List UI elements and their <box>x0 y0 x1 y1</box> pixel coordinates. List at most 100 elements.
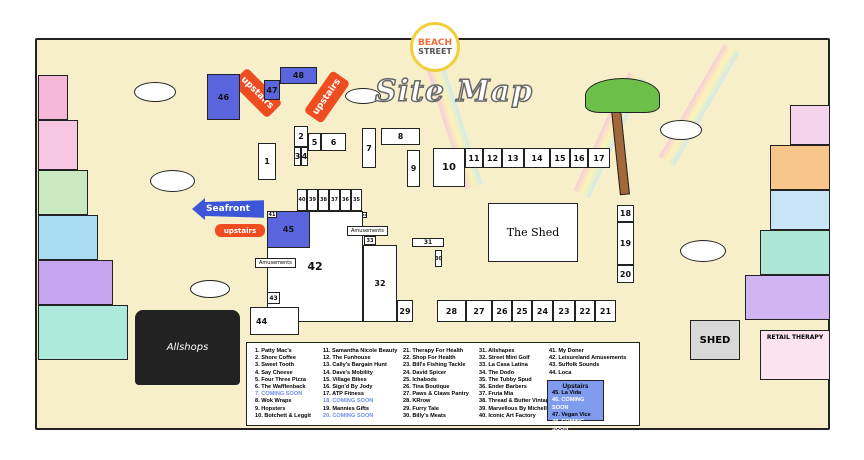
stall-6[interactable]: 6 <box>321 133 346 151</box>
building <box>760 230 830 275</box>
stall-41[interactable]: 41 <box>267 211 277 218</box>
stall-5[interactable]: 5 <box>308 133 321 151</box>
stall-3[interactable]: 3 <box>294 147 301 166</box>
stall-46[interactable]: 46 <box>207 74 240 120</box>
stall-1[interactable]: 1 <box>258 143 276 180</box>
stall-32[interactable]: 32 <box>363 245 397 322</box>
building <box>770 190 830 230</box>
palm-leaves <box>585 78 660 113</box>
stall-8[interactable]: 8 <box>381 128 420 145</box>
stall-25[interactable]: 25 <box>512 300 532 322</box>
legend-item: 18. COMING SOON <box>323 398 374 405</box>
legend-item: 3. Sweet Tooth <box>255 362 295 369</box>
page-title: Site Map <box>374 73 534 110</box>
logo-line2: STREET <box>418 46 452 56</box>
legend-item: 11. Samantha Nicole Beauty <box>323 348 398 354</box>
stall-38[interactable]: 38 <box>318 189 329 211</box>
stall-36[interactable]: 36 <box>340 189 351 211</box>
stall-11[interactable]: 11 <box>465 148 483 168</box>
stall-44[interactable]: 44 <box>250 307 299 335</box>
stall-37[interactable]: 37 <box>329 189 340 211</box>
stall-13[interactable]: 13 <box>502 148 524 168</box>
stall-27[interactable]: 27 <box>466 300 492 322</box>
legend-item: 10. Botchett & Leggit <box>255 412 311 419</box>
legend-item: 48. COMING SOON <box>552 419 585 433</box>
legend-item: 21. Therapy For Health <box>403 348 464 354</box>
stall-20[interactable]: 20 <box>617 265 634 283</box>
stall-22[interactable]: 22 <box>575 300 595 322</box>
legend-item: 24. David Spicer <box>403 369 447 376</box>
stall-28[interactable]: 28 <box>437 300 466 322</box>
seafront-arrow: Seafront <box>192 198 264 220</box>
legend-item: 34. The Dodo <box>479 369 515 376</box>
building <box>38 215 98 260</box>
legend-item: 25. Ichabods <box>403 376 437 383</box>
legend-item: 27. Paws & Claws Pantry <box>403 391 469 398</box>
legend-item: 33. La Casa Latina <box>479 362 528 369</box>
building <box>38 75 68 120</box>
stall-26[interactable]: 26 <box>492 300 512 322</box>
stall-23[interactable]: 23 <box>553 300 575 322</box>
stall-15[interactable]: 15 <box>550 148 570 168</box>
stall-10[interactable]: 10 <box>433 148 465 187</box>
stall-48[interactable]: 48 <box>280 67 317 84</box>
legend-item: 9. Hopsters <box>255 405 286 412</box>
legend-item: 15. Village Bikes <box>323 376 367 383</box>
stall-43[interactable]: 43 <box>267 292 280 304</box>
stall-19[interactable]: 19 <box>617 222 634 265</box>
stall-33[interactable]: 33 <box>364 236 376 245</box>
legend-item: 41. My Doner <box>549 348 584 354</box>
stall-31[interactable]: 31 <box>412 238 444 247</box>
legend-item: 22. Shop For Health <box>403 355 456 362</box>
stall-30[interactable]: 30 <box>435 250 442 267</box>
stall-17[interactable]: 17 <box>588 148 610 168</box>
beach-street-logo: BEACH STREET <box>410 22 460 72</box>
stall-2[interactable]: 2 <box>294 126 308 147</box>
stall-35[interactable]: 35 <box>351 189 362 211</box>
bus: Allshops <box>135 310 240 385</box>
building <box>790 105 830 145</box>
the-shed[interactable]: The Shed <box>488 203 578 262</box>
legend-item: 38. Thread & Butter Vintage <box>479 398 553 405</box>
stall-39[interactable]: 39 <box>307 189 318 211</box>
upstairs-arrow: upstairs <box>215 224 265 237</box>
stall-24[interactable]: 24 <box>532 300 553 322</box>
stall-7[interactable]: 7 <box>362 128 376 168</box>
legend-item: 19. Mannies Gifts <box>323 405 370 412</box>
legend-item: 2. Shore Coffee <box>255 355 297 362</box>
legend-item: 12. The Funhouse <box>323 355 371 362</box>
stall-16[interactable]: 16 <box>570 148 588 168</box>
building <box>745 275 830 320</box>
building <box>38 260 113 305</box>
legend-item: 37. Fruta Mia <box>479 391 514 398</box>
legend-item: 8. Wok Wraps <box>255 398 292 405</box>
stall-14[interactable]: 14 <box>524 148 550 168</box>
legend-item: 46. COMING SOON <box>552 397 585 411</box>
stall-21[interactable]: 21 <box>595 300 616 322</box>
legend-item: 39. Marvellous By Michelle <box>479 405 550 412</box>
stall-12[interactable]: 12 <box>483 148 502 168</box>
stall-4[interactable]: 4 <box>301 147 308 166</box>
stall-18[interactable]: 18 <box>617 205 634 222</box>
legend-item: 17. ATP Fitness <box>323 391 364 398</box>
stall-9[interactable]: 9 <box>407 150 420 187</box>
legend-item: 29. Furry Tale <box>403 405 439 412</box>
legend-item: 5. Four Three Pizza <box>255 376 306 383</box>
legend-item: 32. Street Mini Golf <box>479 355 530 362</box>
legend-item: 20. COMING SOON <box>323 412 374 419</box>
amusements-sign: Amusements <box>255 258 296 268</box>
cloud <box>190 280 230 298</box>
legend-item: 26. Tina Boutique <box>403 384 450 391</box>
legend-item: 35. The Tubby Spud <box>479 376 532 383</box>
stall-29[interactable]: 29 <box>397 300 413 322</box>
legend-item: 40. Iconic Art Factory <box>479 412 536 419</box>
building <box>38 305 128 360</box>
upstairs-title: Upstairs <box>562 383 589 390</box>
stall-47[interactable]: 47 <box>264 80 280 100</box>
stall-40[interactable]: 40 <box>297 189 307 211</box>
